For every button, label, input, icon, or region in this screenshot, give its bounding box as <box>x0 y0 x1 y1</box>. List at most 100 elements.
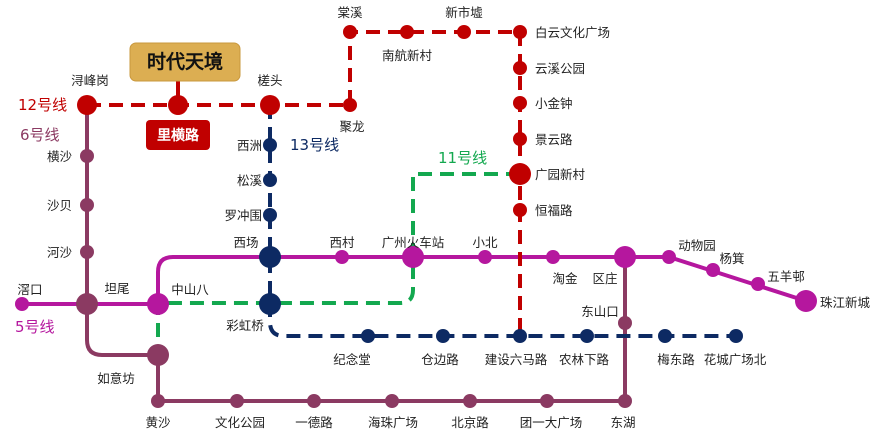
station-label: 彩虹桥 <box>226 318 264 333</box>
station-dot[interactable] <box>795 290 817 312</box>
station-dot[interactable] <box>436 329 450 343</box>
station-dot[interactable] <box>658 329 672 343</box>
station-dot[interactable] <box>513 132 527 146</box>
station-label: 滘口 <box>17 282 42 297</box>
route-l11 <box>156 172 520 355</box>
station-dot[interactable] <box>335 250 349 264</box>
station-label: 聚龙 <box>339 119 364 134</box>
station-dot[interactable] <box>343 98 357 112</box>
station-label: 仓边路 <box>421 352 459 367</box>
station-dot[interactable] <box>76 293 98 315</box>
station-label: 杨箕 <box>719 251 744 266</box>
station-dot[interactable] <box>343 25 357 39</box>
station-dot[interactable] <box>151 394 165 408</box>
line-label-13: 13号线 <box>290 136 339 154</box>
station-label: 如意坊 <box>97 371 135 386</box>
callout-shitaitianjing[interactable]: 时代天境 <box>129 42 241 100</box>
station-label: 动物园 <box>678 238 716 253</box>
station-label: 南航新村 <box>382 48 433 63</box>
station-label: 区庄 <box>592 271 617 286</box>
station-label: 广州火车站 <box>382 235 445 250</box>
station-label: 槎头 <box>257 73 282 88</box>
station-dot[interactable] <box>618 316 632 330</box>
station-label: 松溪 <box>237 173 263 188</box>
route-l13 <box>268 105 736 338</box>
station-label: 海珠广场 <box>368 415 418 430</box>
station-dot[interactable] <box>540 394 554 408</box>
station-label: 花城广场北 <box>704 352 767 367</box>
station-dot[interactable] <box>230 394 244 408</box>
station-dot[interactable] <box>259 246 281 268</box>
station-label: 小金钟 <box>535 96 573 111</box>
station-label: 文化公园 <box>215 415 265 430</box>
station-dot[interactable] <box>513 25 527 39</box>
station-dot[interactable] <box>400 25 414 39</box>
station-tag-lihenglu[interactable]: 里横路 <box>146 120 210 150</box>
station-label: 西洲 <box>237 138 262 153</box>
station-dot[interactable] <box>263 208 277 222</box>
station-label: 西场 <box>233 235 258 250</box>
station-label: 河沙 <box>47 245 73 260</box>
station-dot[interactable] <box>361 329 375 343</box>
station-dot[interactable] <box>80 245 94 259</box>
station-label: 罗冲围 <box>224 208 262 223</box>
station-label: 淘金 <box>552 271 578 286</box>
station-tag-box <box>146 120 210 150</box>
station-dot[interactable] <box>259 293 281 315</box>
station-dot[interactable] <box>509 163 531 185</box>
station-label: 东湖 <box>610 415 635 430</box>
station-dot[interactable] <box>263 173 277 187</box>
station-dot[interactable] <box>385 394 399 408</box>
station-dot[interactable] <box>513 203 527 217</box>
station-dot[interactable] <box>706 263 720 277</box>
station-dot[interactable] <box>147 344 169 366</box>
station-label: 五羊邨 <box>767 269 805 284</box>
station-dot[interactable] <box>513 96 527 110</box>
station-label: 东山口 <box>581 304 619 319</box>
station-dot[interactable] <box>147 293 169 315</box>
station-dot[interactable] <box>513 329 527 343</box>
station-dot[interactable] <box>15 297 29 311</box>
station-dot[interactable] <box>546 250 560 264</box>
station-label: 黄沙 <box>145 415 171 430</box>
station-dot[interactable] <box>263 138 277 152</box>
station-label: 沙贝 <box>47 198 72 213</box>
station-label: 浔峰岗 <box>71 73 109 88</box>
station-dot[interactable] <box>729 329 743 343</box>
station-dot[interactable] <box>260 95 280 115</box>
station-dot[interactable] <box>80 198 94 212</box>
station-label: 景云路 <box>535 132 573 147</box>
station-dot[interactable] <box>80 149 94 163</box>
station-label: 恒福路 <box>535 203 573 218</box>
station-dot[interactable] <box>77 95 97 115</box>
station-dot[interactable] <box>168 95 188 115</box>
station-dot[interactable] <box>614 246 636 268</box>
station-label: 北京路 <box>451 415 489 430</box>
line-label-12: 12号线 <box>18 96 67 114</box>
station-dot[interactable] <box>751 277 765 291</box>
station-label: 横沙 <box>47 149 73 164</box>
station-dot[interactable] <box>402 246 424 268</box>
line-label-6: 6号线 <box>20 126 60 144</box>
station-label: 纪念堂 <box>333 352 371 367</box>
station-label: 云溪公园 <box>535 61 585 76</box>
station-dot[interactable] <box>463 394 477 408</box>
station-dot[interactable] <box>513 61 527 75</box>
station-label: 新市墟 <box>445 5 483 20</box>
station-label: 小北 <box>472 235 498 250</box>
station-label: 一德路 <box>295 415 333 430</box>
station-dot[interactable] <box>307 394 321 408</box>
station-label: 广园新村 <box>535 167 586 182</box>
station-dot[interactable] <box>662 250 676 264</box>
station-dot[interactable] <box>457 25 471 39</box>
station-dot[interactable] <box>580 329 594 343</box>
station-label: 棠溪 <box>337 5 363 20</box>
station-label: 白云文化广场 <box>535 25 610 40</box>
station-dot[interactable] <box>478 250 492 264</box>
line-label-5: 5号线 <box>15 318 55 336</box>
station-label: 团一大广场 <box>520 415 583 430</box>
station-dot[interactable] <box>618 394 632 408</box>
station-tag-label: 里横路 <box>157 127 200 144</box>
station-label: 建设六马路 <box>485 352 548 367</box>
